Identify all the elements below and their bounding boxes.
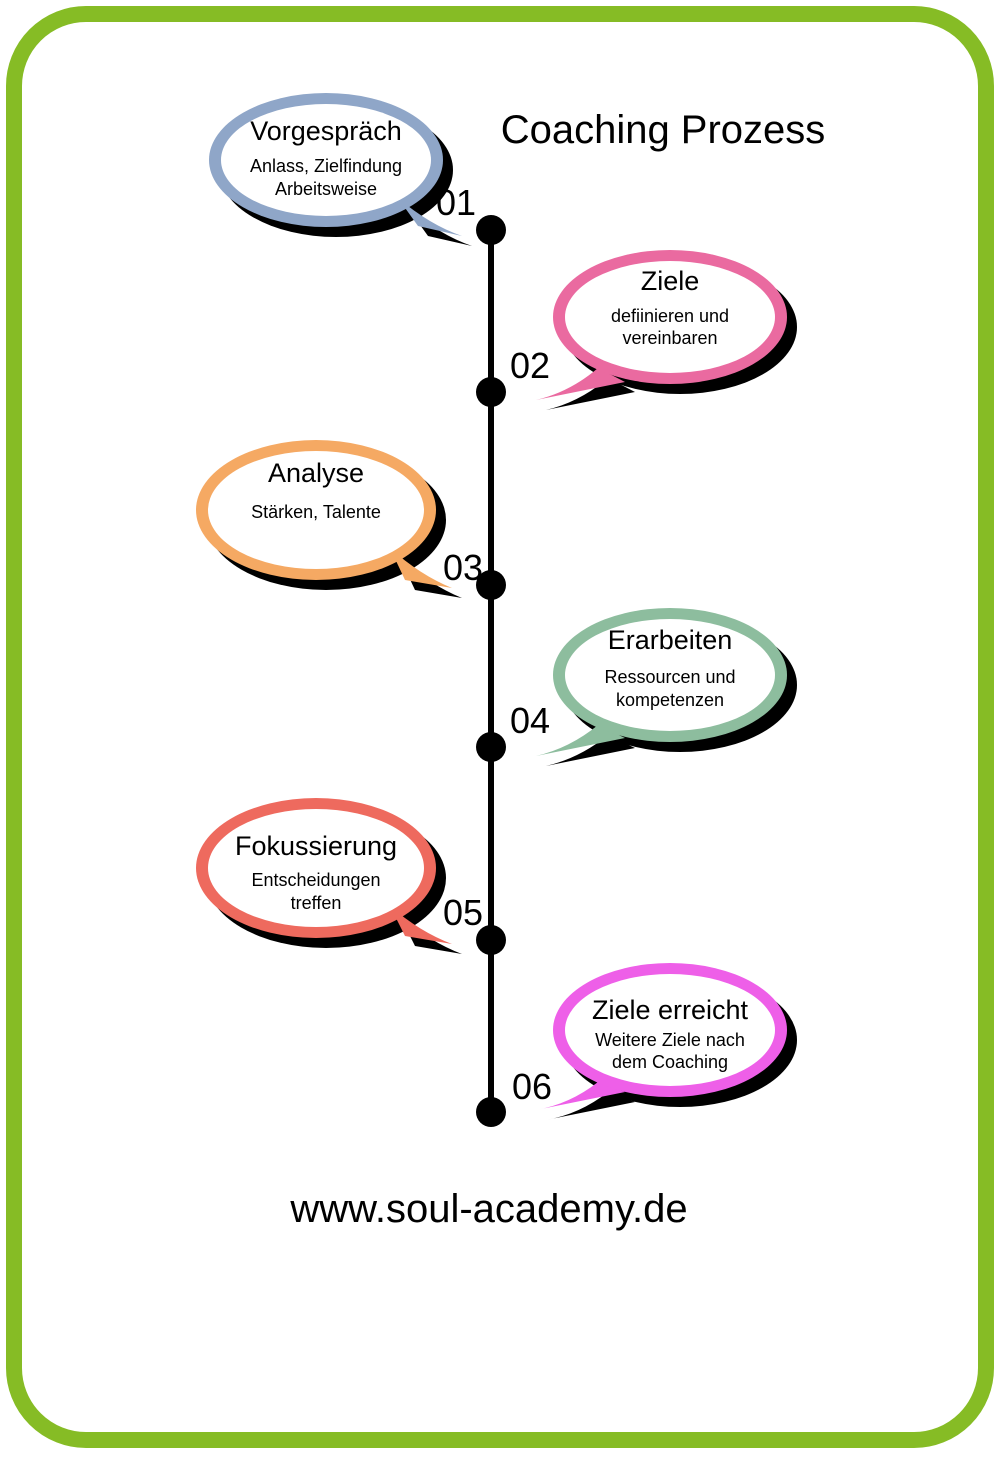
step-number: 03 — [443, 547, 483, 588]
step-number: 05 — [443, 892, 483, 933]
bubble-tail — [536, 725, 625, 756]
step-title: Fokussierung — [235, 831, 397, 861]
website-url: www.soul-academy.de — [289, 1187, 687, 1231]
speech-bubble-inner — [208, 809, 424, 927]
page-title: Coaching Prozess — [501, 108, 826, 152]
bubble-tail-shadow — [400, 558, 462, 598]
step-description: Weitere Ziele nach — [595, 1030, 745, 1050]
step-title: Vorgespräch — [250, 116, 402, 146]
speech-bubble-inner — [565, 974, 775, 1086]
bubble-tail — [536, 368, 625, 400]
step-title: Erarbeiten — [608, 625, 733, 655]
step-description: Anlass, Zielfindung — [250, 156, 402, 176]
step-description: treffen — [291, 893, 342, 913]
step-description: defiinieren und — [611, 306, 729, 326]
speech-bubble-inner — [565, 619, 775, 731]
timeline-dot — [476, 925, 506, 955]
step-description: Stärken, Talente — [251, 502, 381, 522]
step-description: dem Coaching — [612, 1052, 728, 1072]
step-description: vereinbaren — [622, 328, 717, 348]
bubble-tail-shadow — [546, 378, 635, 410]
timeline-dot — [476, 732, 506, 762]
bubble-tail — [398, 198, 462, 236]
step-description: Entscheidungen — [251, 870, 380, 890]
bubble-tail — [390, 548, 452, 588]
step-description: Ressourcen und — [604, 667, 735, 687]
speech-bubble-inner — [565, 261, 775, 373]
timeline-dot — [476, 1097, 506, 1127]
speech-bubble-inner — [208, 451, 424, 569]
step-number: 04 — [510, 700, 550, 741]
speech-bubble-inner — [221, 104, 431, 216]
step-number: 06 — [512, 1066, 552, 1107]
step-number: 01 — [436, 182, 476, 223]
bubble-tail-shadow — [408, 208, 472, 246]
step-title: Analyse — [268, 458, 364, 488]
timeline-dot — [476, 570, 506, 600]
step-description: Arbeitsweise — [275, 179, 377, 199]
step-title: Ziele erreicht — [592, 995, 749, 1025]
bubble-tail — [390, 906, 452, 944]
timeline-dot — [476, 377, 506, 407]
bubble-tail-shadow — [546, 735, 635, 766]
step-title: Ziele — [641, 266, 700, 296]
step-number: 02 — [510, 345, 550, 386]
bubble-tail-shadow — [546, 1092, 635, 1120]
step-description: kompetenzen — [616, 690, 724, 710]
bubble-tail-shadow — [400, 916, 462, 954]
timeline-dot — [476, 215, 506, 245]
bubble-tail — [536, 1082, 625, 1110]
